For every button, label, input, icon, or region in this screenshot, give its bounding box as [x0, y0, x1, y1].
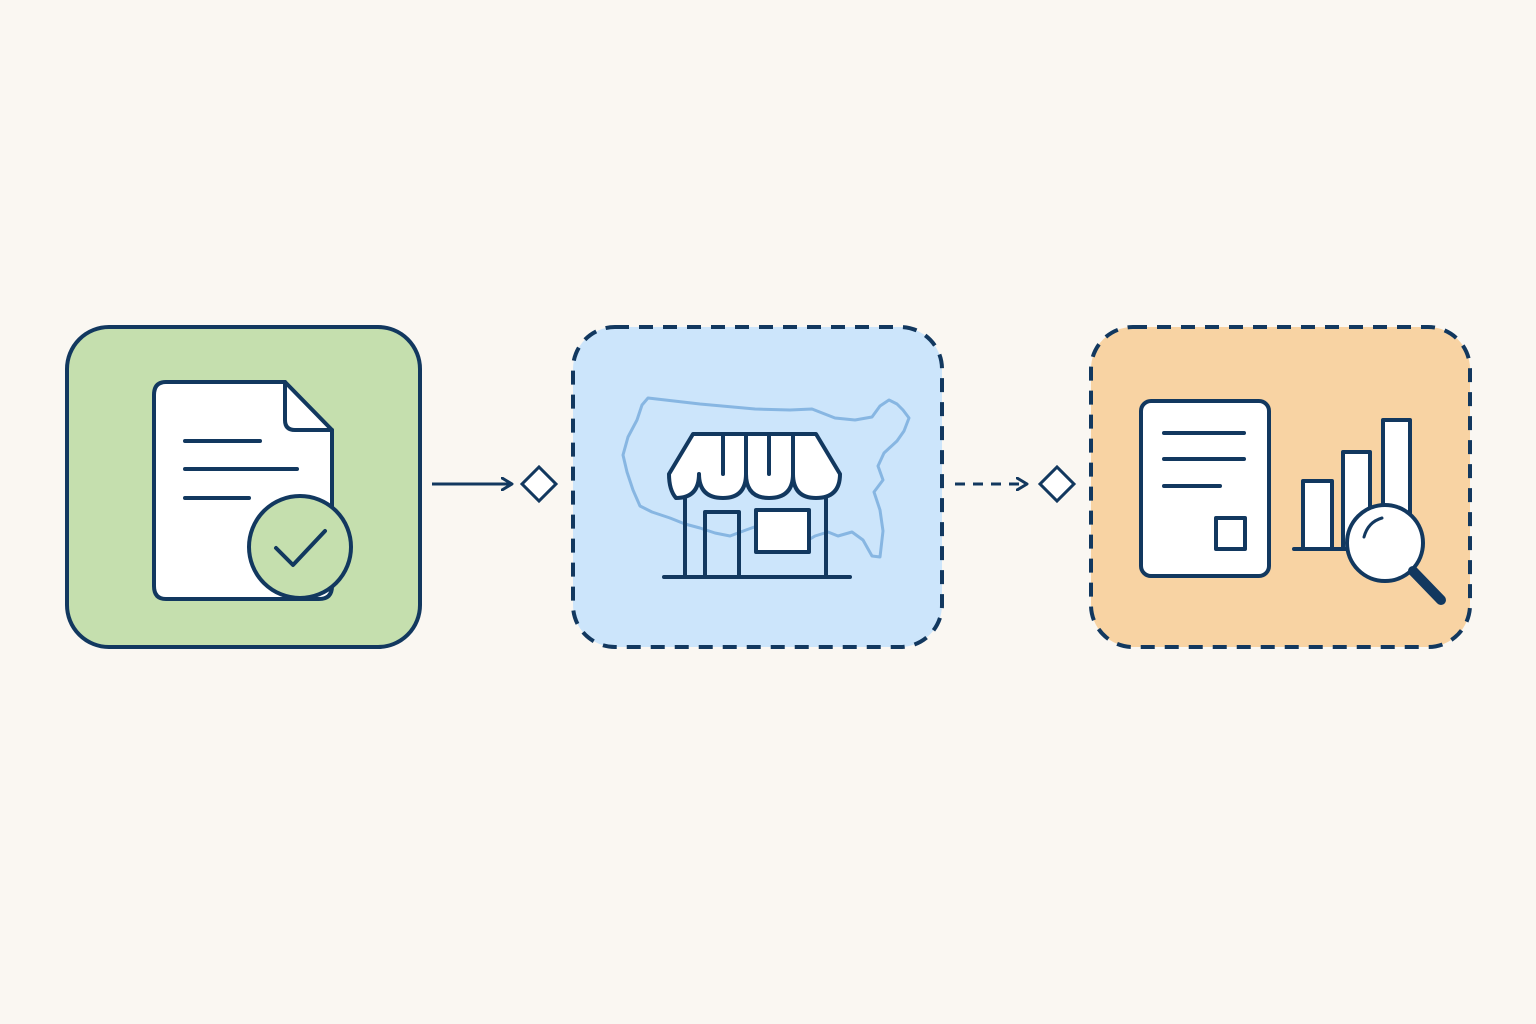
- magnifier-lens: [1345, 503, 1425, 583]
- storefront-door: [703, 510, 741, 579]
- document-check-icon: [152, 380, 353, 601]
- diamond-marker: [519, 464, 559, 504]
- report-image-box: [1214, 516, 1247, 551]
- report-sheet: [1139, 399, 1271, 578]
- step-store: [571, 325, 944, 649]
- document-folded-corner: [283, 380, 334, 432]
- us-map-icon: [621, 396, 911, 559]
- storefront-awning: [667, 432, 842, 500]
- connector-store-to-report: [955, 464, 1077, 504]
- step-report-analysis: [1089, 325, 1472, 649]
- magnifier-glare: [1362, 516, 1384, 539]
- chart-bar: [1301, 479, 1334, 551]
- report-analytics-icon: [1139, 399, 1446, 605]
- step-approved-document: [65, 325, 422, 649]
- storefront-icon: [662, 432, 852, 579]
- storefront-walls: [683, 496, 828, 579]
- diamond-marker: [1037, 464, 1077, 504]
- magnifier-handle: [1408, 566, 1446, 605]
- storefront-window: [754, 508, 811, 554]
- check-mark-icon: [274, 529, 327, 567]
- magnifier-icon: [1345, 503, 1446, 605]
- connector-document-to-store: [432, 464, 559, 504]
- check-badge-icon: [247, 494, 353, 600]
